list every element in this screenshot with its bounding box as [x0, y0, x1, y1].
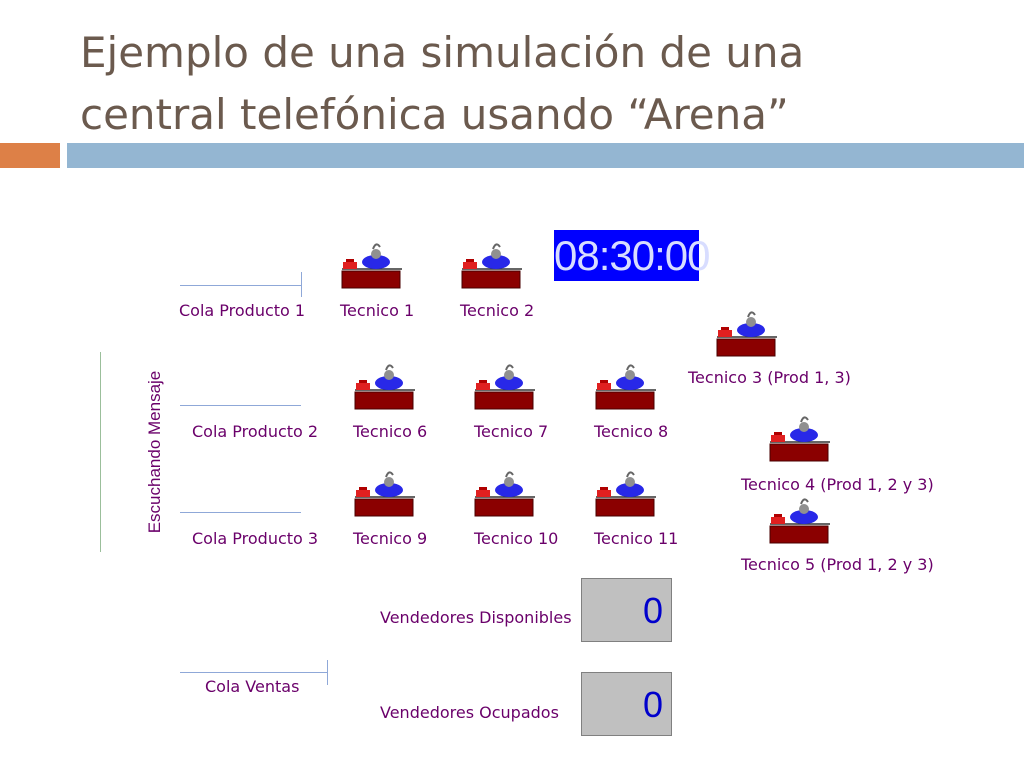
technician-workstation-icon	[460, 242, 522, 290]
technician-workstation-icon	[473, 363, 535, 411]
technician-label-11: Tecnico 11	[594, 529, 679, 548]
technician-label-3: Tecnico 3 (Prod 1, 3)	[688, 368, 851, 387]
queue-label-producto-2: Cola Producto 2	[192, 422, 319, 441]
technician-workstation-icon	[353, 363, 415, 411]
technician-label-10: Tecnico 10	[474, 529, 559, 548]
queue-tick-producto-1	[301, 272, 302, 297]
title-line-2: central telefónica usando “Arena”	[80, 90, 789, 139]
technician-label-9: Tecnico 9	[353, 529, 428, 548]
technician-workstation-icon	[715, 310, 777, 358]
queue-label-ventas: Cola Ventas	[205, 677, 300, 696]
technician-workstation-icon	[594, 470, 656, 518]
technician-label-5: Tecnico 5 (Prod 1, 2 y 3)	[741, 555, 934, 574]
busy-sellers-label: Vendedores Ocupados	[380, 703, 559, 722]
queue-line-producto-2	[180, 405, 301, 406]
busy-sellers-counter: 0	[581, 672, 672, 736]
accent-bar-orange	[0, 143, 60, 168]
technician-label-4: Tecnico 4 (Prod 1, 2 y 3)	[741, 475, 934, 494]
available-sellers-counter: 0	[581, 578, 672, 642]
technician-workstation-icon	[353, 470, 415, 518]
technician-label-6: Tecnico 6	[353, 422, 428, 441]
technician-label-2: Tecnico 2	[460, 301, 535, 320]
technician-workstation-icon	[594, 363, 656, 411]
queue-line-ventas	[180, 672, 327, 673]
technician-label-1: Tecnico 1	[340, 301, 415, 320]
listening-label: Escuchando Mensaje	[145, 370, 164, 534]
available-sellers-value: 0	[642, 590, 663, 631]
simulation-clock: 08:30:00	[554, 230, 711, 281]
technician-label-7: Tecnico 7	[474, 422, 549, 441]
busy-sellers-value: 0	[642, 684, 663, 725]
title-line-1: Ejemplo de una simulación de una	[80, 28, 805, 77]
technician-workstation-icon	[768, 415, 830, 463]
listening-divider	[100, 352, 101, 552]
technician-workstation-icon	[473, 470, 535, 518]
available-sellers-label: Vendedores Disponibles	[380, 608, 572, 627]
queue-label-producto-1: Cola Producto 1	[179, 301, 306, 320]
technician-workstation-icon	[768, 497, 830, 545]
technician-workstation-icon	[340, 242, 402, 290]
technician-label-8: Tecnico 8	[594, 422, 669, 441]
queue-line-producto-1	[180, 285, 301, 286]
queue-tick-ventas	[327, 660, 328, 685]
slide-title: Ejemplo de una simulación de una central…	[80, 22, 980, 146]
queue-line-producto-3	[180, 512, 301, 513]
queue-label-producto-3: Cola Producto 3	[192, 529, 319, 548]
listening-message-area: Escuchando Mensaje	[100, 352, 164, 552]
accent-bar-blue	[67, 143, 1024, 168]
